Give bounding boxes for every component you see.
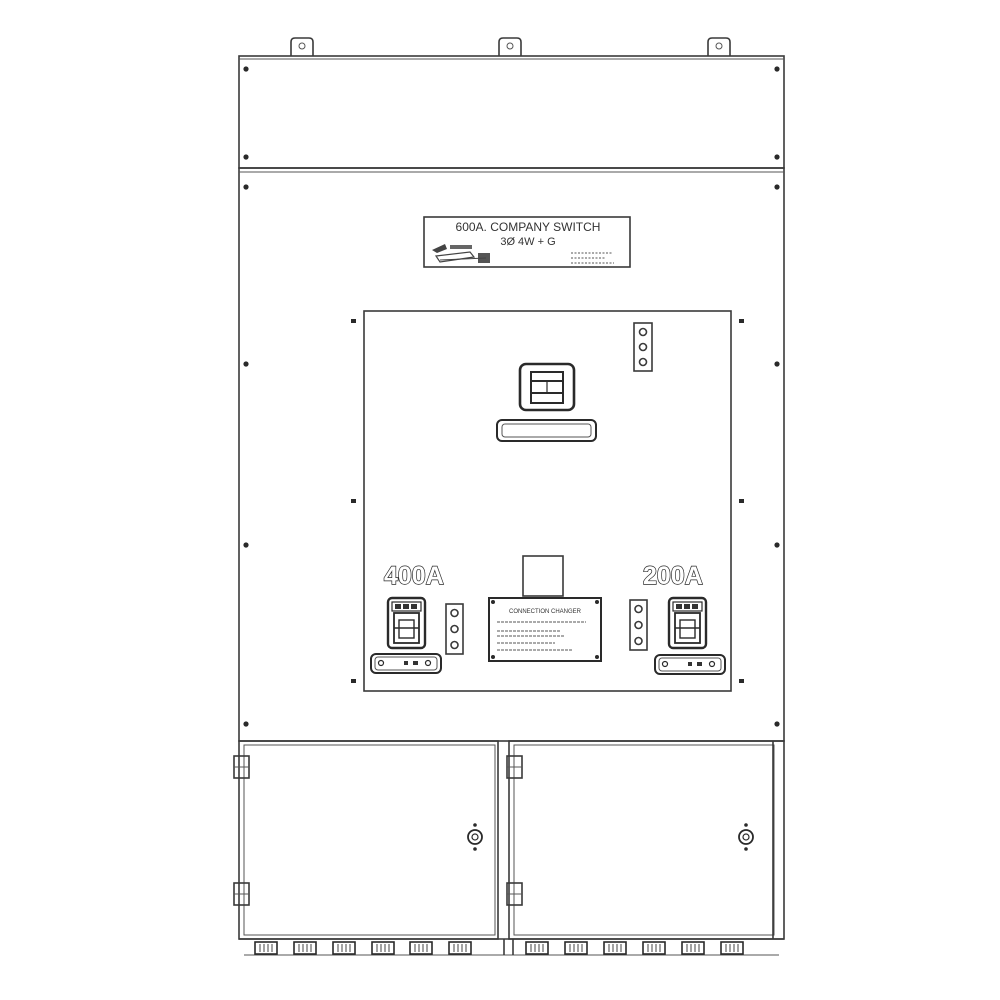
indicator-lamps-right [629,599,648,651]
cable-terminal [332,941,356,955]
lower-left-door-latch[interactable] [467,823,483,851]
top-enclosure [238,55,785,169]
connection-changer-title: CONNECTION CHANGER [509,609,582,615]
breaker-left-handle[interactable] [386,596,427,650]
breaker-right-handle[interactable] [667,596,708,650]
cable-terminal [254,941,278,955]
nameplate-subtitle: 3Ø 4W + G [500,236,555,248]
breaker-left-rating: 400A [384,562,444,590]
cable-terminal [525,941,549,955]
lifting-tab-right [707,37,731,56]
lower-right-door-hinge-top [506,755,523,779]
cable-terminal [448,941,472,955]
indicator-lamps-left [445,603,464,655]
cable-terminal [603,941,627,955]
manufacturer-logo-icon [432,244,490,263]
lifting-tab-left [290,37,314,56]
lower-left-door-hinge-bottom [233,882,250,906]
lower-left-door [238,740,499,940]
cable-terminal [293,941,317,955]
nameplate-fine-print [571,252,614,264]
lower-right-door-latch[interactable] [738,823,754,851]
breaker-left-label-plate [370,653,442,674]
cable-terminal [642,941,666,955]
cable-terminal [681,941,705,955]
nameplate-title: 600A. COMPANY SWITCH [456,220,601,234]
lower-left-door-hinge-top [233,755,250,779]
nameplate: 600A. COMPANY SWITCH 3Ø 4W + G [423,216,631,268]
cable-terminal [564,941,588,955]
cable-terminal [409,941,433,955]
main-switch-label-plate [496,419,597,442]
cable-terminal [371,941,395,955]
main-switch-handle[interactable] [518,362,576,412]
cable-terminal [720,941,744,955]
cable-terminals [254,941,744,955]
breaker-right-rating: 200A [643,562,703,590]
breaker-right-label-plate [654,654,726,675]
lower-right-door-hinge-bottom [506,882,523,906]
indicator-lamps-top [633,322,653,372]
meter-window [522,555,564,597]
dead-front-panel [363,310,732,692]
base-channel [239,938,784,956]
lifting-tab-center [498,37,522,56]
connection-changer-label: CONNECTION CHANGER [488,597,602,662]
